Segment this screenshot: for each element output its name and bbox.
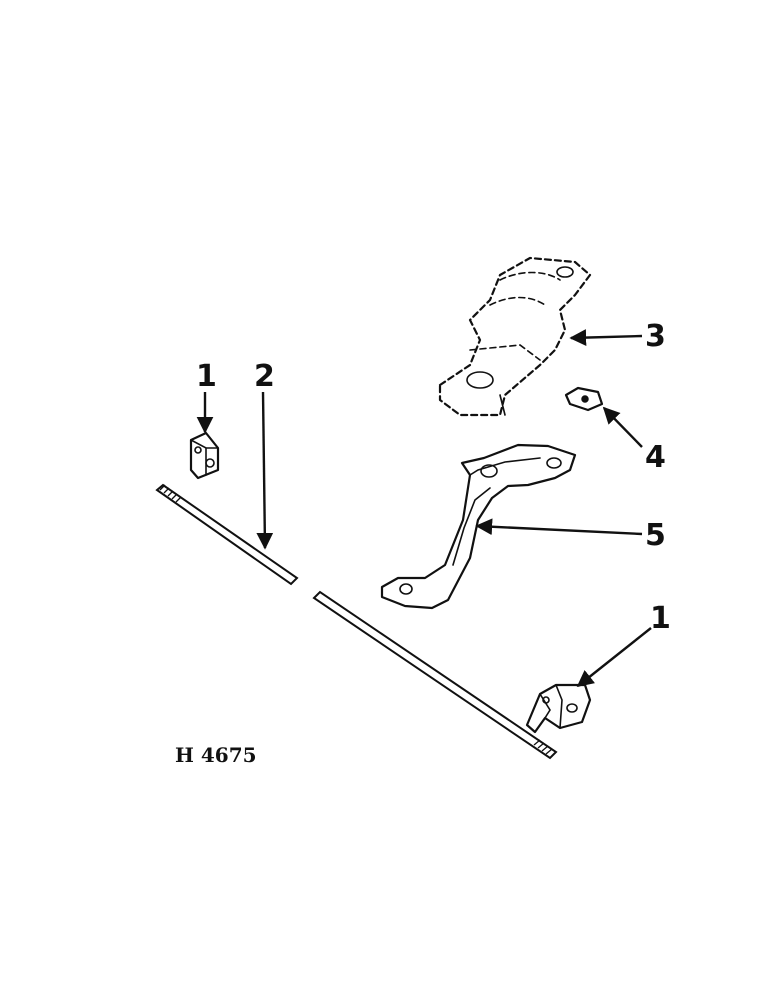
callout-1-upper: 1 bbox=[196, 359, 217, 394]
leader-callout-4 bbox=[602, 406, 643, 448]
part-1-angle-bracket-upper bbox=[189, 431, 220, 480]
leader-callout-2 bbox=[256, 391, 274, 550]
part-2-rod-upper bbox=[155, 483, 299, 586]
leader-callout-5 bbox=[475, 518, 643, 536]
callout-2: 2 bbox=[254, 359, 275, 394]
long-rod-lower bbox=[312, 590, 558, 760]
leader-callout-1-lower bbox=[576, 627, 652, 688]
part-3-mounting-bracket bbox=[438, 256, 592, 417]
callout-4: 4 bbox=[645, 440, 666, 475]
callout-3: 3 bbox=[645, 319, 666, 354]
part-4-clip bbox=[564, 386, 604, 412]
callout-5: 5 bbox=[645, 518, 666, 553]
leader-callout-3 bbox=[569, 329, 643, 346]
callout-1-lower: 1 bbox=[650, 601, 671, 636]
figure-code: H 4675 bbox=[175, 743, 257, 767]
part-1-angle-bracket-lower bbox=[525, 683, 592, 734]
part-5-offset-strap bbox=[380, 443, 577, 610]
